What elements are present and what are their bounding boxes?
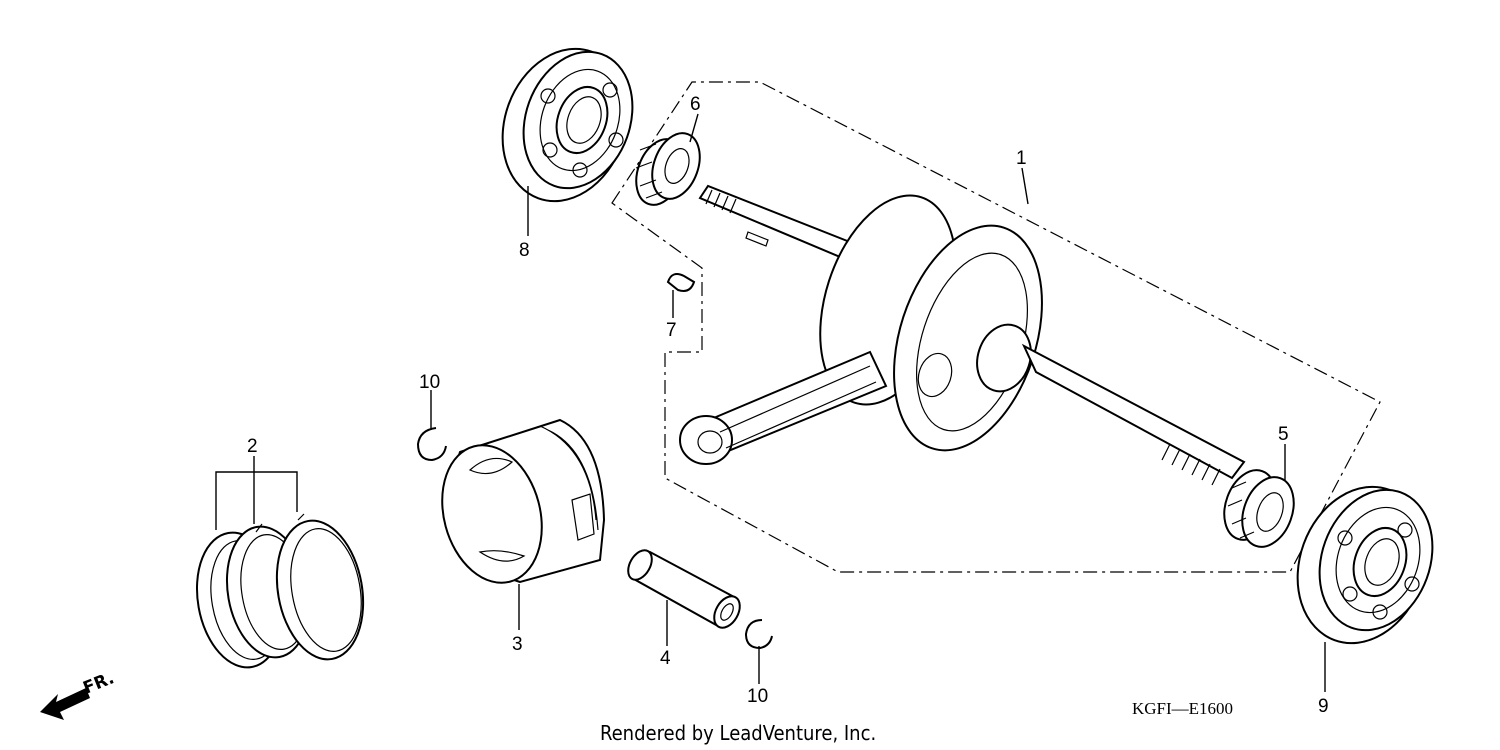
circlip-part-10-lower[interactable] [744, 619, 773, 650]
piston-pin-part-4[interactable] [623, 546, 745, 632]
piston-part-3[interactable] [428, 418, 606, 594]
callout-1: 1 [1016, 148, 1027, 169]
circlip-part-10-upper[interactable] [416, 427, 447, 462]
front-arrow-icon [40, 688, 90, 720]
crankshaft-part-1[interactable] [679, 178, 1246, 486]
needle-bearing-part-5[interactable] [1215, 463, 1303, 554]
front-marker-label: FR. [80, 668, 117, 698]
woodruff-key-part-7[interactable] [666, 273, 696, 292]
diagram-code: KGFI—E1600 [1132, 699, 1233, 718]
assembly-group-outline [611, 81, 1381, 573]
leader-lines [215, 113, 1326, 692]
callout-2: 2 [247, 436, 258, 457]
callout-4: 4 [660, 648, 671, 669]
callout-10-lower: 10 [747, 686, 768, 707]
callout-3: 3 [512, 634, 523, 655]
piston-rings-part-2[interactable] [187, 513, 374, 674]
callout-8: 8 [519, 240, 530, 261]
bearing-part-8[interactable] [482, 31, 651, 219]
bearing-part-9[interactable] [1276, 469, 1451, 662]
callout-10-upper: 10 [419, 372, 440, 393]
needle-bearing-part-6[interactable] [628, 127, 709, 212]
callout-9: 9 [1318, 696, 1329, 717]
render-credit: Rendered by LeadVenture, Inc. [600, 721, 876, 745]
front-direction-marker: FR. [40, 668, 117, 720]
callout-6: 6 [690, 94, 701, 115]
callout-5: 5 [1278, 424, 1289, 445]
callout-7: 7 [666, 320, 677, 341]
